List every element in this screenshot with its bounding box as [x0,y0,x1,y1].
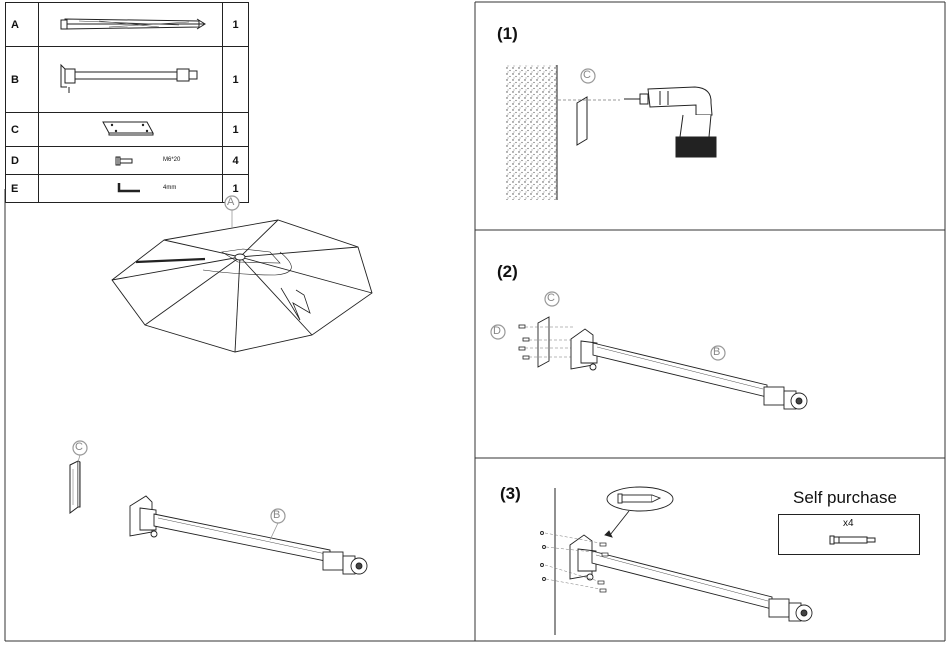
drill-icon [624,87,716,157]
self-purchase-qty: x4 [843,518,854,529]
step-3-label: (3) [500,484,521,504]
callout-b: B [273,509,280,521]
step-1-label: (1) [497,24,518,44]
bolt-set [519,325,529,359]
left-callouts [0,0,475,641]
step-1-drawing [500,55,730,205]
callout-c: C [75,441,83,453]
step-2-callout-b: B [713,346,720,358]
step-2-callout-c: C [547,292,555,304]
step-2-label: (2) [497,262,518,282]
self-purchase-box: x4 [778,514,920,555]
wall-texture [505,65,557,200]
callout-a: A [227,196,234,208]
step-2-drawing [485,285,825,435]
anchor-bolt-icon [829,532,881,548]
step-1-callout-c: C [583,69,591,81]
step-2-callout-d: D [493,325,501,337]
step-3-drawing [530,485,830,640]
self-purchase-title: Self purchase [793,488,897,508]
